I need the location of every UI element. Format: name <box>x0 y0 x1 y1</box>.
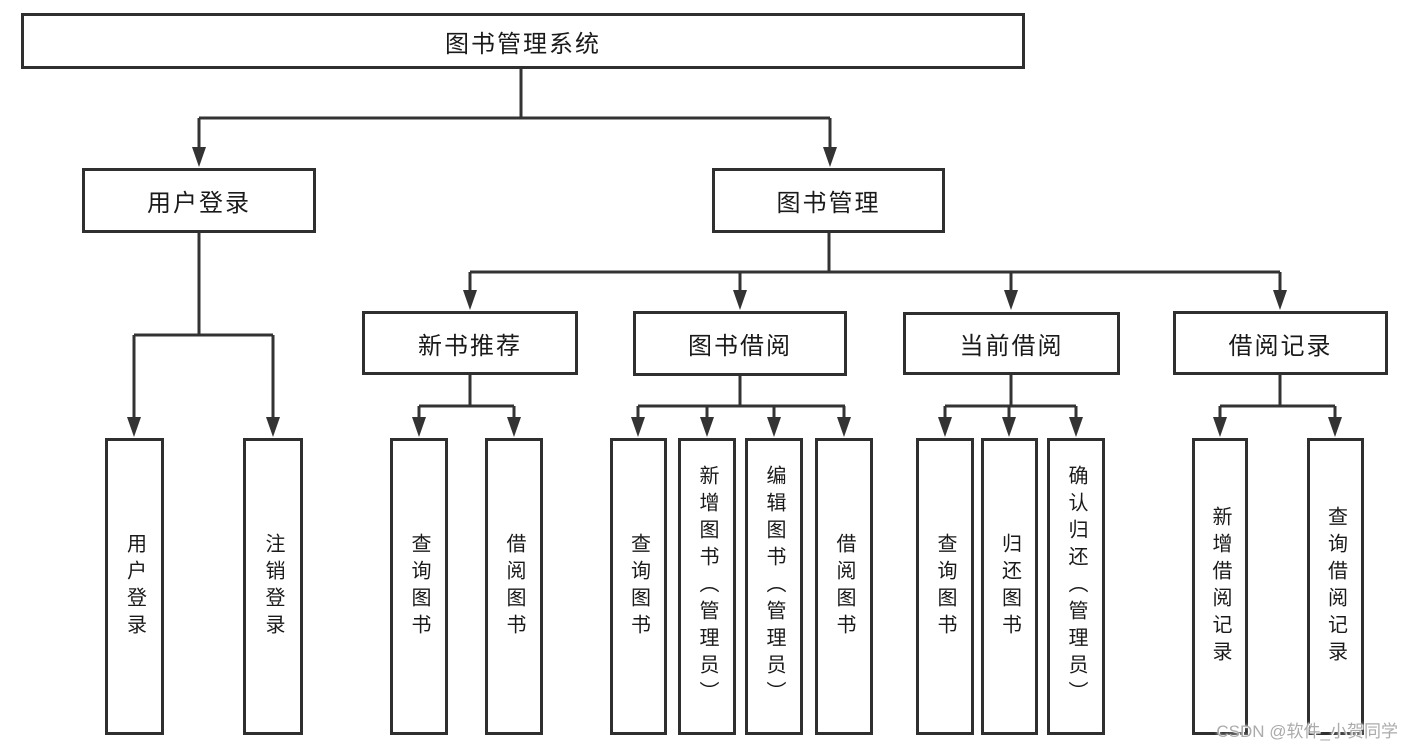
node-book-management-label: 图书管理 <box>776 190 881 217</box>
arrowhead <box>1069 417 1083 437</box>
node-current-borrow: 当前借阅 <box>903 312 1120 375</box>
arrowhead <box>1213 417 1227 437</box>
connector-borrow-records-children <box>1218 375 1337 419</box>
leaf-user-login: 用户登录 <box>105 438 164 735</box>
arrowhead <box>767 417 781 437</box>
arrowhead <box>837 417 851 437</box>
leaf-return-books-label: 归还图书 <box>998 532 1021 641</box>
leaf-query-borrow-record-label: 查询借阅记录 <box>1324 505 1347 668</box>
leaf-borrow-books-2: 借阅图书 <box>815 438 873 735</box>
node-new-book-recommend-label: 新书推荐 <box>418 332 522 360</box>
leaf-query-books-3: 查询图书 <box>916 438 974 735</box>
connector-current-borrow-children <box>943 374 1078 419</box>
connector-new-book-children <box>417 375 516 419</box>
connector-book-borrow-children <box>636 375 846 419</box>
node-borrow-records: 借阅记录 <box>1173 311 1388 375</box>
leaf-add-books-admin-label: 新增图书（管理员） <box>696 465 718 708</box>
arrowhead <box>463 290 477 310</box>
leaf-borrow-books-1-label: 借阅图书 <box>503 532 525 641</box>
node-book-borrow: 图书借阅 <box>633 311 847 376</box>
arrowhead <box>412 417 426 437</box>
leaf-edit-books-admin: 编辑图书（管理员） <box>745 438 803 735</box>
leaf-borrow-books-2-label: 借阅图书 <box>833 532 855 641</box>
leaf-confirm-return-admin-label: 确认归还（管理员） <box>1065 465 1087 708</box>
leaf-return-books: 归还图书 <box>981 438 1038 735</box>
leaf-query-books-1: 查询图书 <box>390 438 448 735</box>
connector-book-mgmt-to-level3 <box>468 233 1282 292</box>
leaf-query-books-2: 查询图书 <box>610 438 667 735</box>
node-book-management: 图书管理 <box>712 168 945 233</box>
leaf-query-borrow-record: 查询借阅记录 <box>1307 438 1364 735</box>
connector-root-to-level2 <box>197 69 832 149</box>
leaf-user-login-label: 用户登录 <box>123 532 146 641</box>
arrowhead <box>1002 417 1016 437</box>
node-user-login-label: 用户登录 <box>147 190 251 217</box>
node-user-login: 用户登录 <box>82 168 316 233</box>
node-root: 图书管理系统 <box>21 13 1025 69</box>
arrowhead <box>192 147 206 167</box>
arrowhead <box>1328 417 1342 437</box>
arrowhead <box>631 417 645 437</box>
leaf-add-borrow-record: 新增借阅记录 <box>1192 438 1248 735</box>
leaf-confirm-return-admin: 确认归还（管理员） <box>1047 438 1105 735</box>
leaf-query-books-2-label: 查询图书 <box>627 532 650 641</box>
leaf-borrow-books-1: 借阅图书 <box>485 438 543 735</box>
arrowhead <box>266 417 280 437</box>
arrowhead <box>507 417 521 437</box>
node-book-borrow-label: 图书借阅 <box>688 333 792 360</box>
leaf-query-books-3-label: 查询图书 <box>934 532 956 641</box>
leaf-query-books-1-label: 查询图书 <box>408 532 430 641</box>
node-current-borrow-label: 当前借阅 <box>959 333 1064 360</box>
arrowhead <box>823 147 837 167</box>
arrowhead <box>700 417 714 437</box>
arrowhead <box>733 290 747 310</box>
node-borrow-records-label: 借阅记录 <box>1228 332 1333 360</box>
node-new-book-recommend: 新书推荐 <box>362 311 578 375</box>
arrowhead <box>1273 290 1287 310</box>
leaf-logout: 注销登录 <box>243 438 303 735</box>
arrowhead <box>127 417 141 437</box>
node-root-label: 图书管理系统 <box>445 30 601 58</box>
leaf-add-books-admin: 新增图书（管理员） <box>678 438 736 735</box>
leaf-add-borrow-record-label: 新增借阅记录 <box>1209 505 1231 668</box>
arrowhead <box>1004 290 1018 310</box>
arrowhead <box>938 417 952 437</box>
leaf-edit-books-admin-label: 编辑图书（管理员） <box>763 465 785 708</box>
csdn-watermark: CSDN @软件_小贺同学 <box>1216 722 1398 741</box>
leaf-logout-label: 注销登录 <box>262 532 284 641</box>
connector-user-login-children <box>132 233 275 419</box>
